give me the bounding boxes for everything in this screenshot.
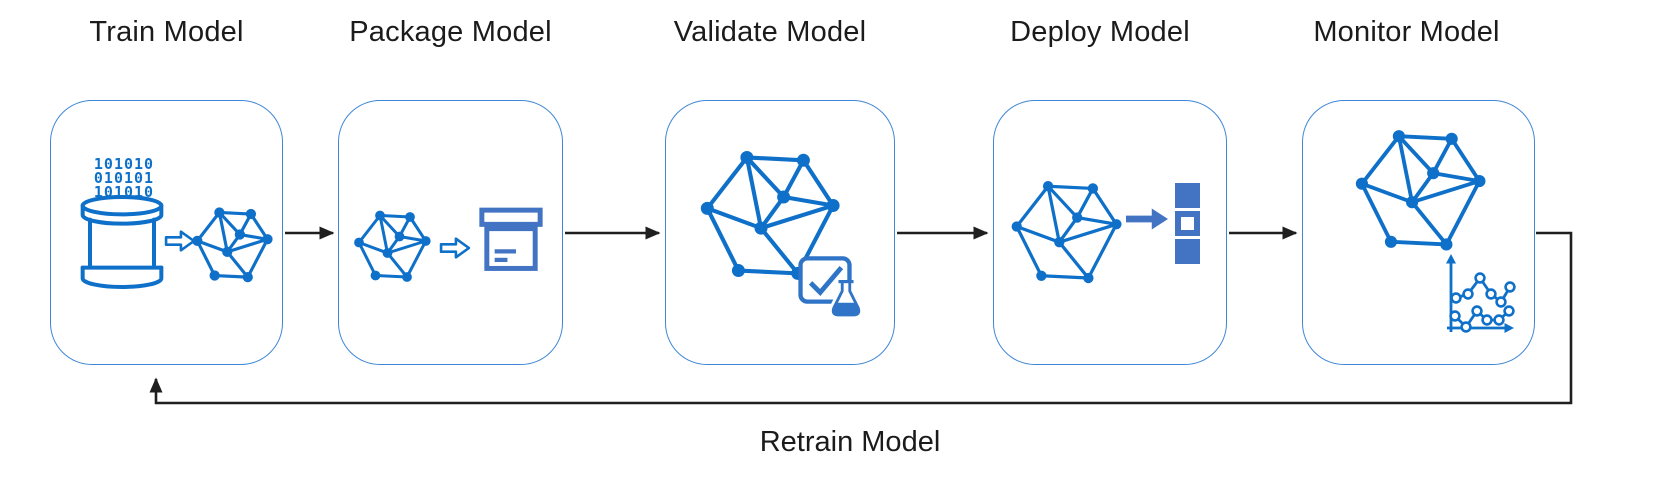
database-icon — [80, 195, 164, 289]
binary-line: 010101 — [93, 169, 155, 187]
network-graph-icon — [1329, 123, 1511, 255]
stage-title-monitor: Monitor Model — [1313, 16, 1500, 48]
stage-title-deploy: Deploy Model — [1010, 16, 1190, 48]
stage-box-package — [338, 100, 563, 365]
hollow-arrow-right-icon — [439, 237, 471, 259]
flask-icon — [828, 279, 864, 320]
network-graph-icon — [353, 203, 431, 288]
stage-title-package: Package Model — [349, 16, 552, 48]
stage-title-train: Train Model — [89, 16, 244, 48]
retrain-label: Retrain Model — [759, 426, 941, 458]
stage-box-validate — [665, 100, 895, 365]
stage-box-monitor — [1302, 100, 1535, 365]
solid-arrow-right-icon — [1126, 208, 1168, 230]
line-chart-icon — [1446, 254, 1516, 333]
stacked-squares-icon — [1175, 183, 1200, 264]
stage-title-validate: Validate Model — [673, 16, 867, 48]
network-graph-icon — [1007, 175, 1125, 287]
package-box-icon — [479, 207, 543, 271]
stage-box-deploy — [993, 100, 1227, 365]
binary-line: 101010 — [93, 155, 155, 173]
network-graph-icon — [191, 199, 273, 289]
stage-box-train: 101010 010101 101010 — [50, 100, 283, 365]
